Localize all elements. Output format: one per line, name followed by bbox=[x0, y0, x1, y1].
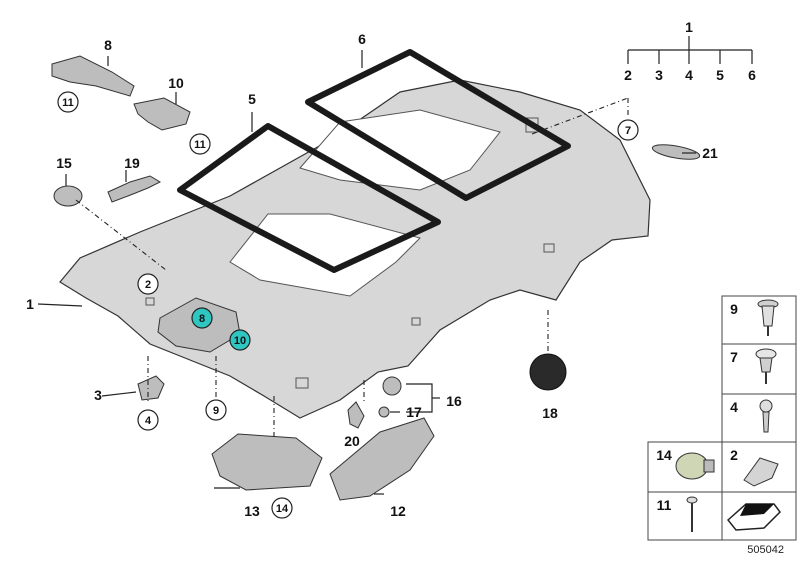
callout-5: 5 bbox=[248, 91, 256, 107]
svg-text:7: 7 bbox=[625, 125, 631, 137]
legend-label-11: 11 bbox=[657, 497, 672, 513]
clip-20-part bbox=[347, 401, 365, 429]
tree-label-2: 2 bbox=[624, 67, 632, 83]
screw-4-icon bbox=[759, 399, 773, 433]
bulb-14-icon bbox=[675, 452, 715, 480]
callout-18: 18 bbox=[542, 405, 558, 421]
cover-16-part bbox=[382, 376, 402, 396]
tree-label-4: 4 bbox=[685, 67, 693, 83]
callout-12: 12 bbox=[390, 503, 406, 519]
circled-callout-9: 9 bbox=[205, 399, 227, 421]
svg-text:8: 8 bbox=[199, 313, 205, 325]
svg-text:9: 9 bbox=[213, 405, 219, 417]
circled-callout-14: 14 bbox=[271, 497, 293, 519]
drawing-number: 505042 bbox=[747, 544, 784, 556]
highlight-callout-10: 10 bbox=[229, 329, 251, 351]
legend-label-9: 9 bbox=[730, 301, 738, 317]
circled-callout-11a: 11 bbox=[57, 91, 79, 113]
bracket-8-part bbox=[51, 55, 135, 97]
callout-20: 20 bbox=[344, 433, 360, 449]
callout-21: 21 bbox=[702, 145, 718, 161]
legend-label-4: 4 bbox=[730, 399, 738, 415]
clip-2-icon bbox=[743, 457, 779, 487]
svg-text:2: 2 bbox=[145, 279, 151, 291]
callout-13: 13 bbox=[244, 503, 260, 519]
tree-label-1: 1 bbox=[685, 19, 693, 35]
callout-3: 3 bbox=[94, 387, 102, 403]
leader-3 bbox=[101, 391, 137, 397]
part-1-tree: 1 2 3 4 5 6 bbox=[624, 19, 756, 83]
fastener-legend: 9 7 4 14 2 11 bbox=[647, 295, 797, 541]
clip-17-part bbox=[378, 406, 390, 418]
svg-text:14: 14 bbox=[276, 503, 289, 515]
svg-text:11: 11 bbox=[62, 97, 74, 109]
tree-label-6: 6 bbox=[748, 67, 756, 83]
plate-21-part bbox=[651, 144, 701, 160]
circled-callout-2: 2 bbox=[137, 273, 159, 295]
callout-16: 16 bbox=[446, 393, 462, 409]
sun-visor-12-part bbox=[329, 417, 435, 501]
seal-frame-5 bbox=[177, 123, 441, 273]
clip-7-icon bbox=[755, 348, 777, 384]
callout-17: 17 bbox=[406, 404, 422, 420]
handle-cover-15-part bbox=[53, 185, 83, 207]
callout-19: 19 bbox=[124, 155, 140, 171]
grab-handle-19-part bbox=[107, 175, 162, 203]
legend-label-2: 2 bbox=[730, 447, 738, 463]
callout-1: 1 bbox=[26, 296, 34, 312]
callout-6: 6 bbox=[358, 31, 366, 47]
seal-frame-6 bbox=[305, 49, 571, 201]
highlight-callout-8: 8 bbox=[191, 307, 213, 329]
legend-label-14: 14 bbox=[656, 447, 672, 463]
screw-clip-9-icon bbox=[757, 299, 779, 336]
callout-15: 15 bbox=[56, 155, 72, 171]
bracket-3-part bbox=[137, 375, 165, 401]
circled-callout-4: 4 bbox=[137, 409, 159, 431]
circled-callout-11b: 11 bbox=[189, 133, 211, 155]
speaker-cover-18-part bbox=[529, 353, 567, 391]
dash-leader-7 bbox=[531, 97, 629, 135]
svg-text:11: 11 bbox=[194, 139, 206, 151]
circled-callout-7: 7 bbox=[617, 119, 639, 141]
svg-text:10: 10 bbox=[234, 335, 246, 347]
leader-1 bbox=[37, 303, 83, 307]
callout-10: 10 bbox=[168, 75, 184, 91]
svg-text:4: 4 bbox=[145, 415, 152, 427]
tree-label-5: 5 bbox=[716, 67, 724, 83]
legend-label-7: 7 bbox=[730, 349, 738, 365]
sun-visor-13-part bbox=[211, 433, 323, 491]
arrow-icon bbox=[726, 503, 781, 531]
tree-label-3: 3 bbox=[655, 67, 663, 83]
rivet-11-icon bbox=[686, 496, 698, 532]
callout-8: 8 bbox=[104, 37, 112, 53]
bracket-10-part bbox=[133, 97, 191, 131]
